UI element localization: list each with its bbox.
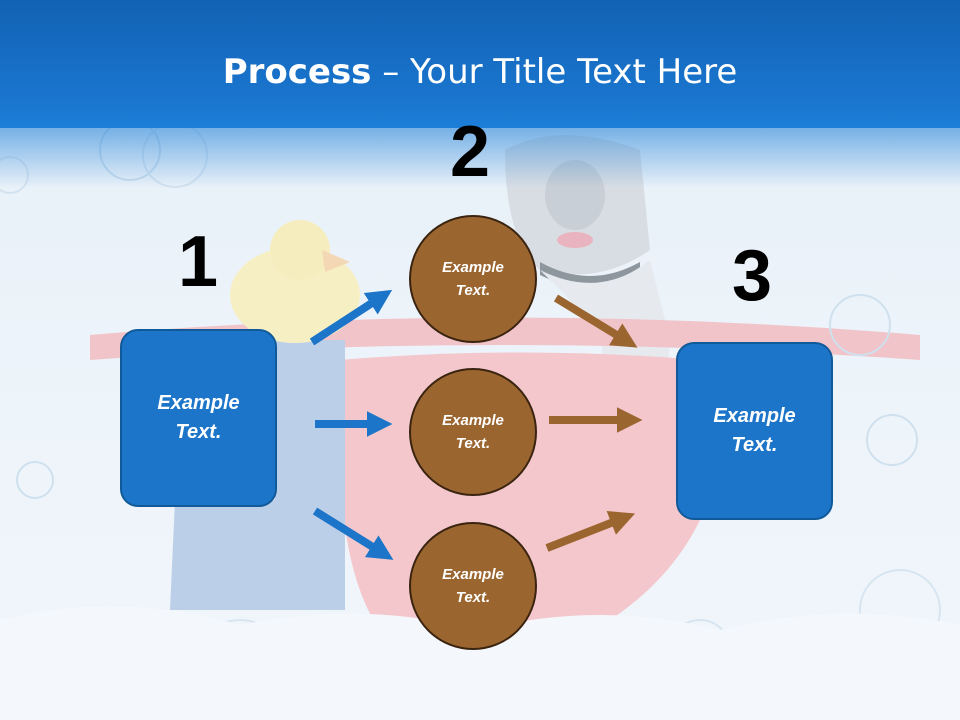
slide-title: Process – Your Title Text Here xyxy=(0,52,960,92)
title-rest: – Your Title Text Here xyxy=(371,52,738,92)
title-bold: Process xyxy=(222,52,372,92)
step-1-box: Example Text. xyxy=(120,329,277,507)
step-3-text: Example Text. xyxy=(713,405,796,456)
title-bar xyxy=(0,0,960,128)
step-2-circle-top: Example Text. xyxy=(409,215,537,343)
step-number-2: 2 xyxy=(450,112,491,192)
circle-middle-text: Example Text. xyxy=(442,412,504,452)
step-3-box: Example Text. xyxy=(676,342,833,520)
step-2-circle-middle: Example Text. xyxy=(409,368,537,496)
circle-bottom-text: Example Text. xyxy=(442,566,504,606)
step-2-circle-bottom: Example Text. xyxy=(409,522,537,650)
step-number-3: 3 xyxy=(732,236,773,316)
step-1-text: Example Text. xyxy=(157,392,240,443)
step-number-1: 1 xyxy=(178,222,219,302)
circle-top-text: Example Text. xyxy=(442,259,504,299)
title-bar-fade xyxy=(0,128,960,188)
